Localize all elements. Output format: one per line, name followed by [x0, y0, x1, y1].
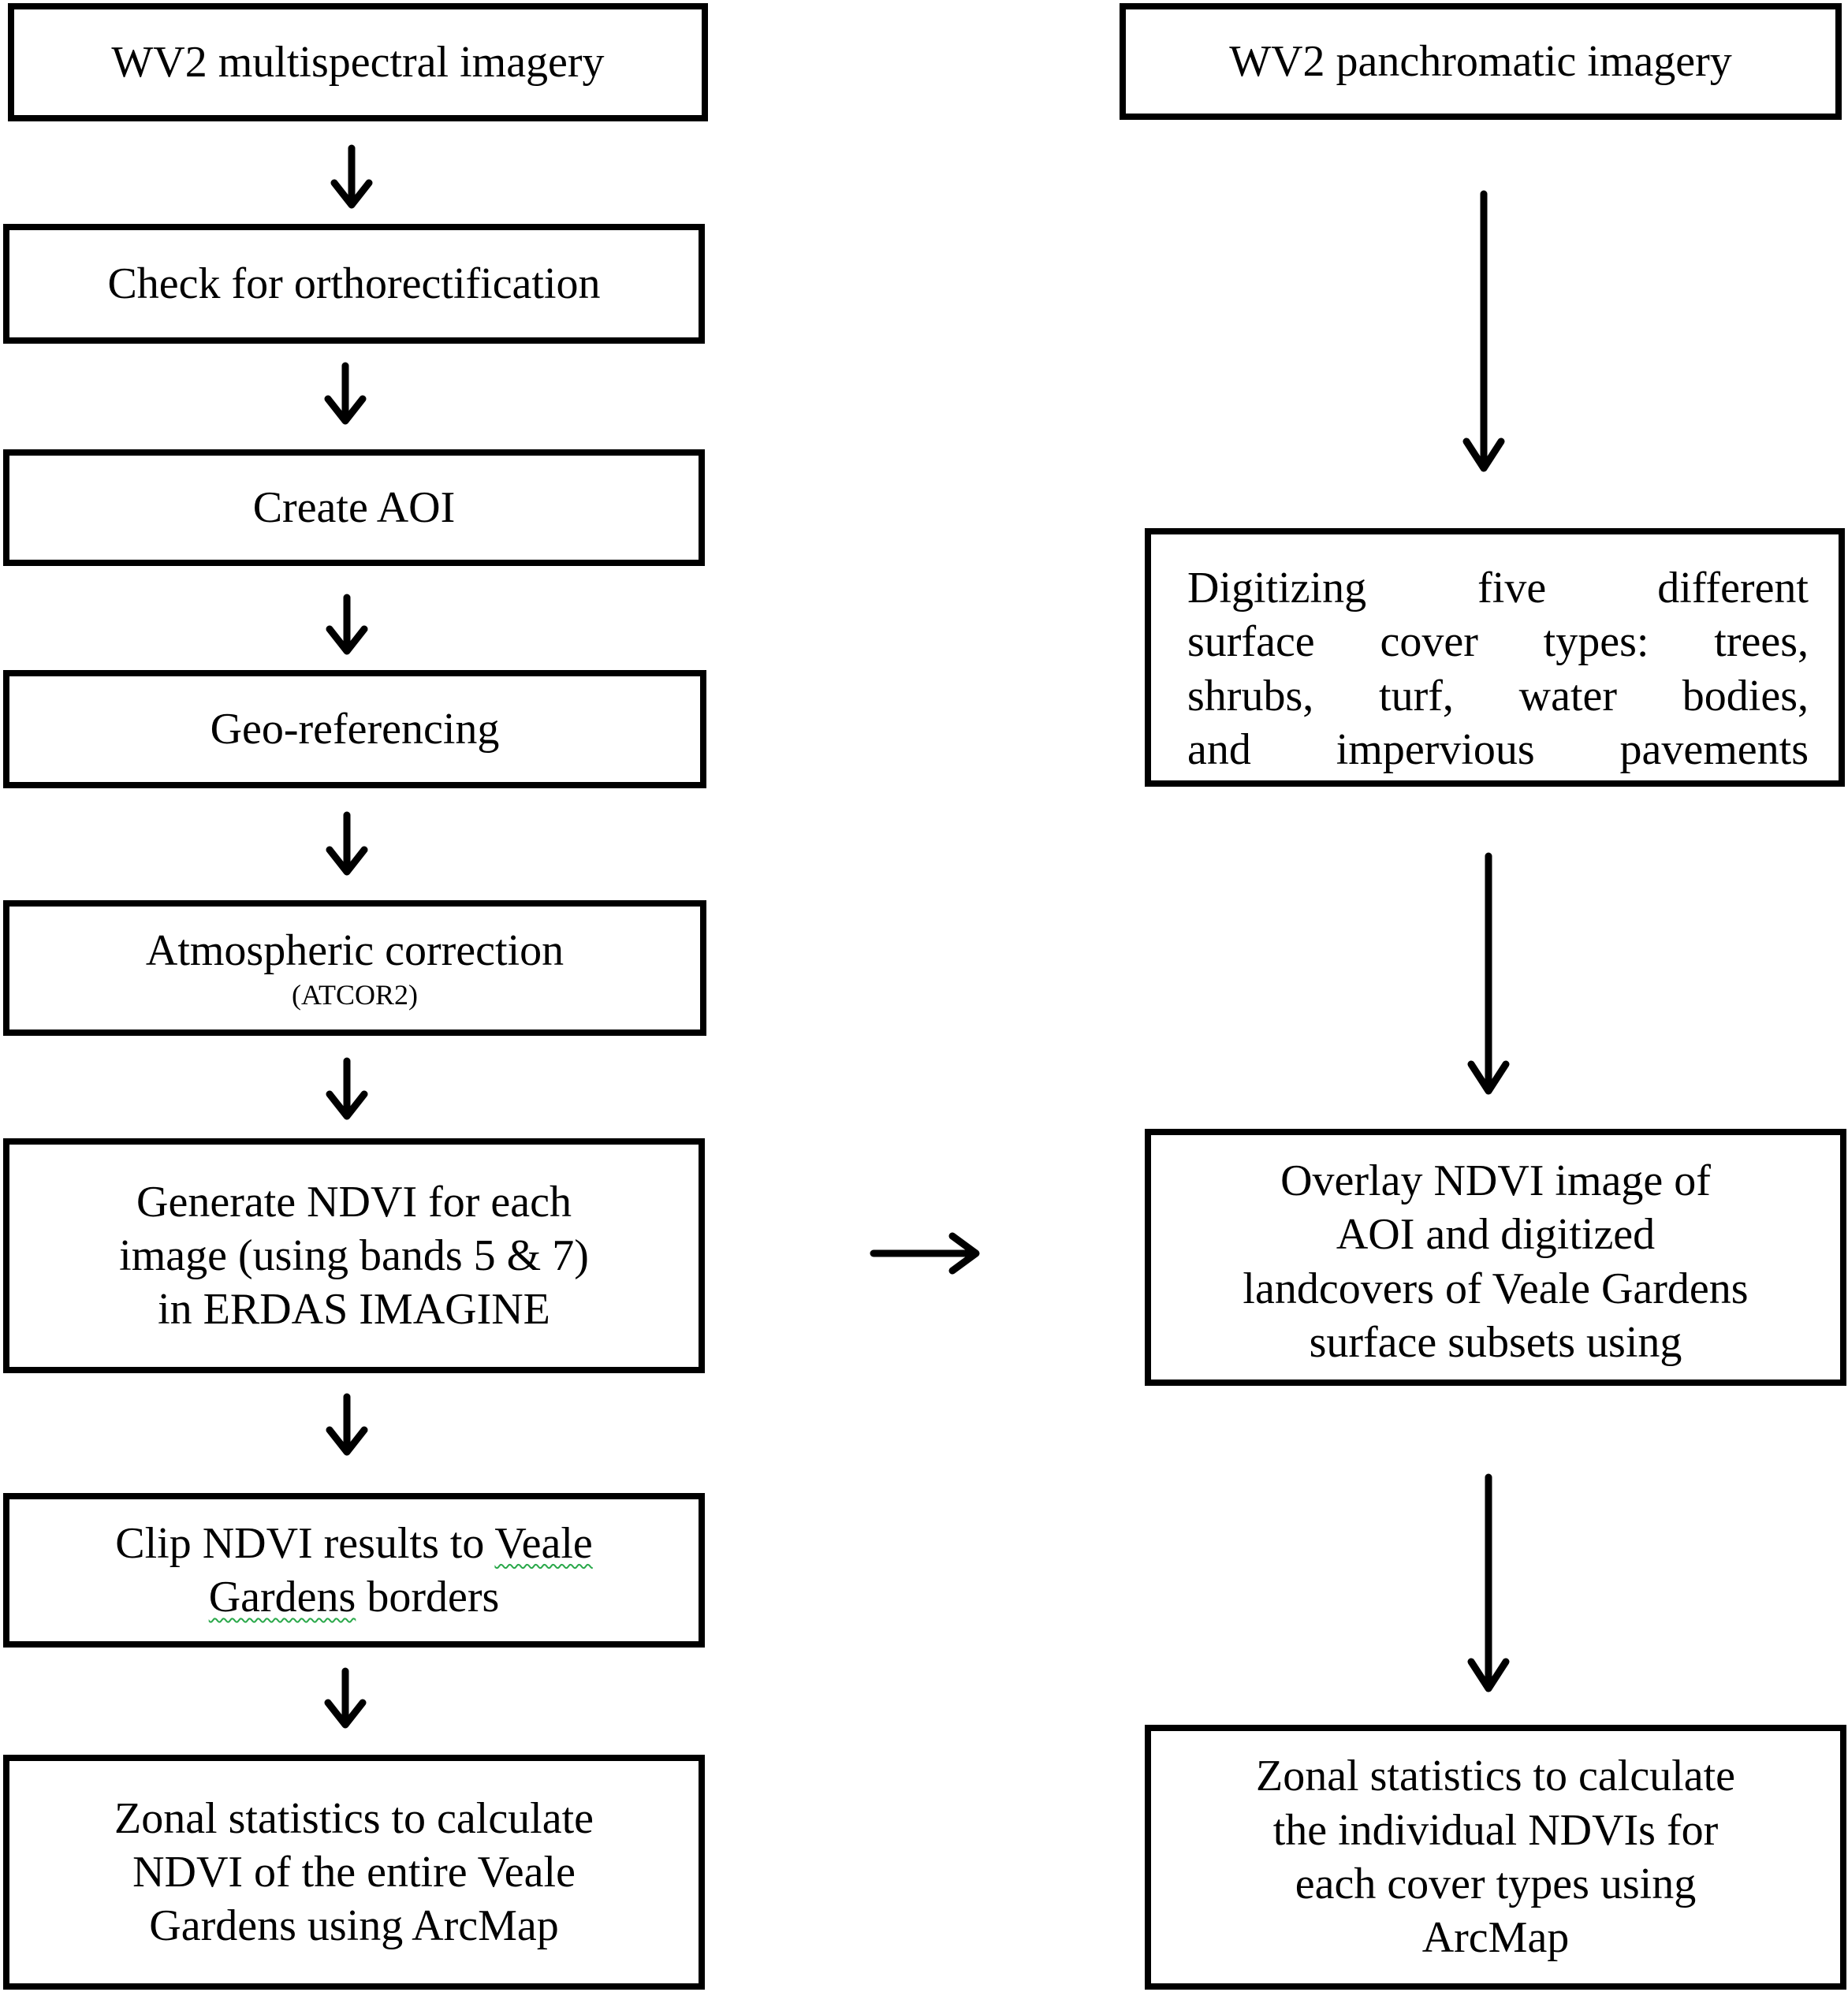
box-label: WV2 multispectral imagery [111, 37, 605, 87]
box-label-line1: Overlay NDVI image of [1280, 1156, 1711, 1205]
box-label-line1: Digitizing five different [1187, 564, 1809, 612]
box-label-line4: surface subsets using [1309, 1317, 1682, 1367]
box-label-line2: Gardens borders [209, 1570, 500, 1624]
box-label-line4: and impervious pavements [1187, 724, 1809, 774]
label-underlined-word: Veale [494, 1518, 593, 1568]
box-digitizing: Digitizing five different surface cover … [1145, 528, 1845, 787]
box-zonal-statistics-right: Zonal statistics to calculate the indivi… [1145, 1725, 1846, 1990]
label-text: borders [356, 1573, 500, 1622]
box-label-line2: surface cover types: trees, [1187, 617, 1809, 667]
box-wv2-multispectral: WV2 multispectral imagery [8, 3, 708, 121]
box-label-line3: in ERDAS IMAGINE [158, 1285, 550, 1335]
box-label-line4: ArcMap [1421, 1913, 1570, 1963]
arrow-georef-to-atmos [326, 811, 368, 876]
box-label-line1: Clip NDVI results to Veale [115, 1517, 593, 1570]
arrow-clip-to-zonal [324, 1667, 367, 1729]
box-label-line1: Atmospheric correction [145, 926, 564, 976]
arrow-ndvi-to-clip [326, 1393, 368, 1456]
box-geo-referencing: Geo-referencing [3, 670, 706, 788]
arrow-multispectral-to-ortho [330, 144, 373, 209]
box-label-line2: the individual NDVIs for [1272, 1805, 1719, 1855]
box-label: WV2 panchromatic imagery [1229, 36, 1732, 86]
box-check-orthorectification: Check for orthorectification [3, 224, 705, 344]
label-underlined-word: Gardens [208, 1573, 356, 1622]
box-label-line3: landcovers of Veale Gardens [1243, 1264, 1749, 1313]
box-label-line2: (ATCOR2) [292, 978, 418, 1011]
box-label-line2: NDVI of the entire Veale [132, 1847, 576, 1897]
arrow-ortho-to-aoi [324, 362, 367, 425]
box-label: Create AOI [252, 482, 456, 532]
box-label-line3: Gardens using ArcMap [149, 1901, 559, 1951]
box-label: Geo-referencing [210, 704, 500, 754]
box-clip-ndvi: Clip NDVI results to Veale Gardens borde… [3, 1493, 705, 1648]
arrow-ndvi-to-overlay [870, 1232, 980, 1275]
box-label-line2: image (using bands 5 & 7) [119, 1231, 589, 1280]
arrow-panchromatic-to-digitize [1462, 190, 1505, 472]
arrow-digitize-to-overlay [1467, 852, 1510, 1095]
box-generate-ndvi: Generate NDVI for each image (using band… [3, 1138, 705, 1373]
box-label-line1: Zonal statistics to calculate [1255, 1752, 1735, 1801]
box-label-line2: AOI and digitized [1336, 1210, 1656, 1260]
box-wv2-panchromatic: WV2 panchromatic imagery [1120, 3, 1842, 120]
box-overlay-ndvi: Overlay NDVI image of AOI and digitized … [1145, 1129, 1846, 1386]
box-label: Check for orthorectification [107, 259, 601, 308]
arrow-overlay-to-zonal [1467, 1473, 1510, 1692]
box-create-aoi: Create AOI [3, 449, 705, 566]
box-label-line3: each cover types using [1295, 1860, 1697, 1908]
label-text: Clip NDVI results to [115, 1518, 495, 1568]
arrow-atmos-to-ndvi [326, 1057, 368, 1120]
box-zonal-statistics-left: Zonal statistics to calculate NDVI of th… [3, 1755, 705, 1990]
box-label-line1: Generate NDVI for each [136, 1177, 572, 1227]
box-label-line1: Zonal statistics to calculate [114, 1793, 594, 1843]
arrow-aoi-to-georef [326, 594, 368, 655]
box-label-line3: shrubs, turf, water bodies, [1187, 671, 1809, 720]
box-atmospheric-correction: Atmospheric correction (ATCOR2) [3, 900, 706, 1036]
